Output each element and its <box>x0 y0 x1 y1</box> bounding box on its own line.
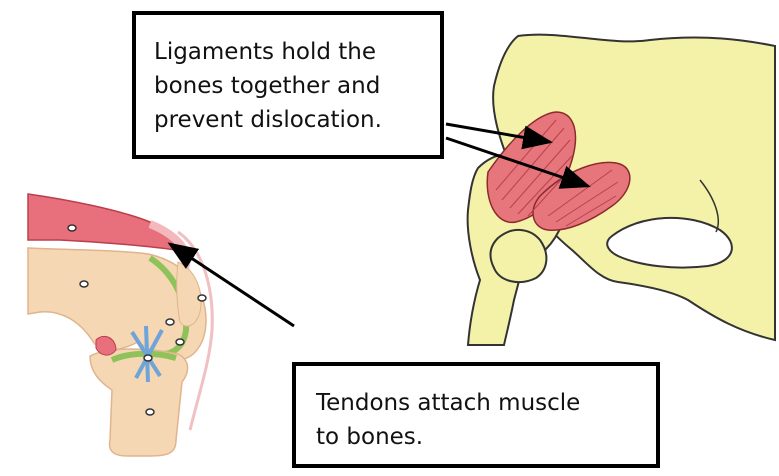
tendon-callout-line-1: Tendons attach muscle <box>316 386 642 420</box>
hip-joint-illustration <box>468 35 775 345</box>
tendon-callout-box: Tendons attach muscle to bones. <box>292 362 660 468</box>
ligament-callout-line-2: bones together and <box>154 69 426 103</box>
greater-trochanter <box>491 230 547 282</box>
tendon-callout-line-2: to bones. <box>316 420 642 454</box>
ligament-callout-line-3: prevent dislocation. <box>154 103 426 137</box>
knee-joint-illustration <box>28 194 212 456</box>
ligament-callout-line-1: Ligaments hold the <box>154 35 426 69</box>
ligament-callout-box: Ligaments hold the bones together and pr… <box>132 11 444 159</box>
tibia-bone <box>90 349 188 456</box>
patella <box>177 262 201 326</box>
